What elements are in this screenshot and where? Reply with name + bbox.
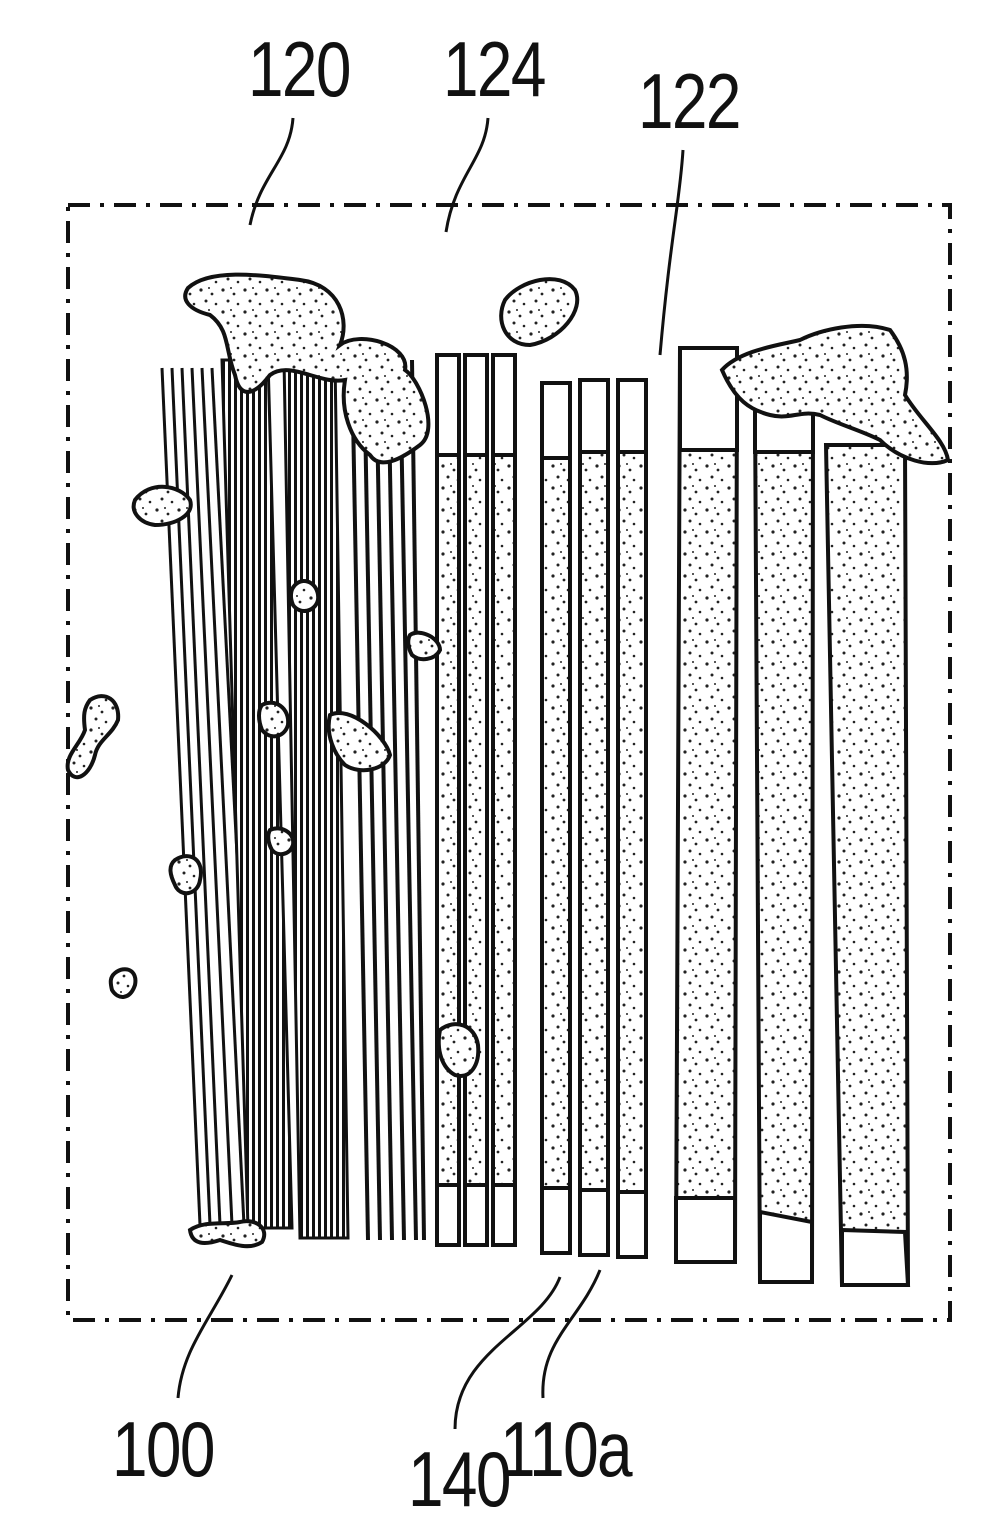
- leader-140: [453, 1276, 562, 1430]
- ref-label-100: 100: [112, 1405, 215, 1493]
- ref-label-122: 122: [638, 57, 741, 145]
- debris-mid-2: [257, 700, 291, 739]
- ref-label-120: 120: [248, 25, 351, 113]
- debris-top-right-cluster: [719, 323, 951, 466]
- debris-mid-5: [266, 826, 296, 857]
- debris-left-2: [168, 854, 203, 896]
- ref-label-124: 124: [443, 25, 546, 113]
- debris-mid-1: [288, 579, 321, 613]
- debris-mid-6: [436, 1022, 481, 1078]
- debris-mid-4: [406, 630, 443, 662]
- wide-coated-tubes: [673, 346, 911, 1287]
- leader-124: [444, 117, 490, 233]
- medium-coated-tubes: [540, 378, 648, 1259]
- leader-100: [176, 1274, 234, 1399]
- debris-mid-3: [326, 711, 393, 773]
- leader-lines: [176, 117, 685, 1430]
- debris-left-1: [131, 484, 193, 528]
- dense-strand-bundle-2: [282, 358, 350, 1240]
- leader-120: [248, 117, 295, 226]
- leader-122: [658, 149, 685, 356]
- debris-far-left: [65, 694, 121, 780]
- debris-top-center: [499, 277, 580, 348]
- separated-strand-bundle: [350, 359, 426, 1241]
- debris-particles: [65, 272, 951, 1249]
- ref-label-140: 140: [408, 1435, 511, 1523]
- leader-110a: [541, 1269, 602, 1399]
- narrow-coated-tubes: [435, 353, 517, 1247]
- debris-left-3: [108, 967, 138, 999]
- debris-top-left-cluster: [183, 272, 431, 465]
- debris-bottom-left: [187, 1219, 267, 1249]
- ref-label-110a: 110a: [500, 1405, 633, 1493]
